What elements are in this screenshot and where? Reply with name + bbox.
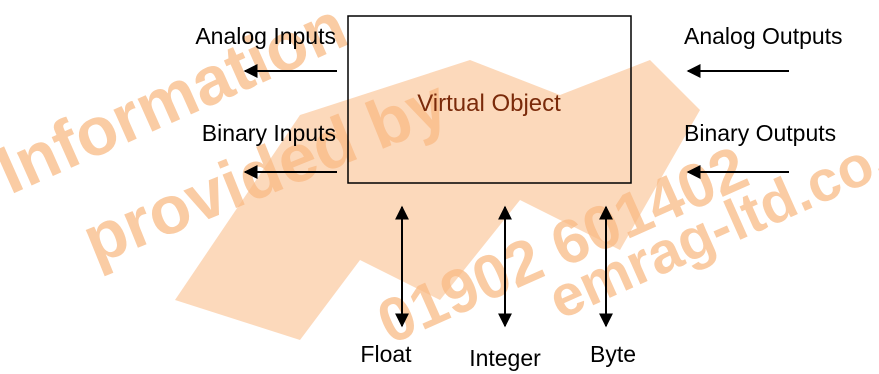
watermark-logo <box>175 60 700 340</box>
integer-label: Integer <box>469 345 541 371</box>
analog-inputs-label: Analog Inputs <box>195 23 336 49</box>
analog-outputs-label: Analog Outputs <box>684 23 843 49</box>
virtual-object-label: Virtual Object <box>417 90 561 117</box>
float-label: Float <box>360 341 412 367</box>
binary-outputs-label: Binary Outputs <box>684 120 836 146</box>
watermark: Information provided by 01902 601402 emr… <box>0 0 879 358</box>
byte-label: Byte <box>590 341 636 367</box>
binary-inputs-label: Binary Inputs <box>202 120 336 146</box>
virtual-object-box <box>347 15 632 184</box>
